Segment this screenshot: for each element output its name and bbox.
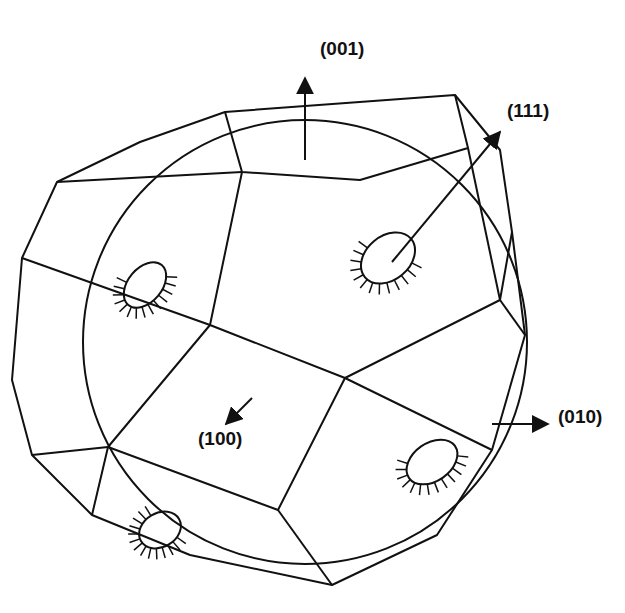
pit-outline (351, 222, 425, 294)
pit-hair (133, 543, 143, 550)
pit-hair (160, 547, 168, 558)
pit-hair (374, 284, 385, 295)
pit-hair (415, 484, 426, 495)
etch-pit (337, 214, 433, 309)
pit-hair (163, 287, 173, 296)
pit-hair (128, 529, 139, 539)
pit-hair (133, 515, 142, 526)
pit-hair (138, 510, 146, 521)
pit-hair (114, 282, 125, 292)
facet-edge (92, 447, 108, 515)
pit-hair (457, 451, 468, 462)
pit-outline (115, 254, 174, 316)
pit-hair (354, 273, 364, 282)
pit-hair (401, 480, 411, 488)
pit-hair (359, 279, 369, 288)
facet-edge (108, 325, 345, 510)
pit-hair (145, 506, 151, 516)
pit-hair (173, 541, 180, 551)
normal-arrow (392, 132, 500, 262)
pit-hair (168, 545, 174, 555)
pit-hair (383, 283, 393, 294)
facet-edge (22, 258, 210, 325)
pit-hair (177, 535, 186, 546)
sphere-outline (83, 120, 527, 564)
facet-label: (100) (196, 428, 244, 449)
pit-hair (125, 307, 134, 317)
pit-hair (401, 276, 408, 285)
pit-hair (441, 479, 448, 488)
pit-hair (397, 473, 407, 481)
pit-hair (447, 473, 455, 483)
pit-hair (366, 282, 377, 292)
facet-edge (210, 172, 512, 378)
facet-edge (225, 95, 468, 180)
pit-hair (131, 308, 142, 319)
facet-edge (57, 172, 242, 182)
normal-arrow (226, 398, 252, 424)
pit-outline (132, 504, 187, 555)
pit-hair (138, 546, 149, 556)
pit-hair (407, 268, 415, 278)
pit-hair (396, 464, 407, 474)
pit-hair (113, 289, 124, 300)
pit-hair (432, 482, 440, 492)
facet-edge (32, 447, 108, 455)
pit-hair (350, 264, 361, 274)
pit-hair (115, 297, 125, 308)
etch-pit (101, 248, 184, 332)
etch-pit (118, 495, 193, 571)
etch-pit (388, 426, 476, 509)
pit-hair (407, 483, 418, 493)
pit-hair (119, 303, 127, 312)
pit-hair (412, 260, 422, 271)
etch-spots (101, 214, 476, 570)
pit-hair (166, 272, 177, 283)
pit-hair (117, 275, 127, 284)
pit-hair (144, 548, 154, 559)
facet-label: (111) (505, 100, 551, 121)
pit-hair (159, 295, 168, 302)
normal-arrow (304, 78, 306, 160)
facet-edge (278, 510, 332, 585)
pit-hair (423, 484, 433, 495)
pit-hair (165, 280, 176, 290)
pit-hair (452, 466, 461, 477)
facet-label: (001) (318, 38, 366, 59)
pit-hair (353, 247, 363, 258)
pit-hair (397, 456, 407, 467)
pit-hair (130, 537, 140, 544)
pit-hair (152, 548, 161, 559)
pit-hair (359, 240, 368, 250)
pit-hair (392, 280, 401, 290)
pit-hair (456, 459, 466, 470)
normal-arrow (492, 423, 548, 425)
pit-outline (398, 430, 466, 493)
facet-edge (345, 378, 492, 450)
facet-edge (500, 300, 525, 335)
facet-edge (468, 148, 500, 300)
pit-hair (129, 522, 139, 533)
pit-hair (152, 300, 161, 308)
pit-hair (145, 304, 155, 314)
pit-hair (350, 256, 361, 267)
pit-hair (138, 307, 149, 318)
facet-label: (010) (556, 406, 604, 427)
